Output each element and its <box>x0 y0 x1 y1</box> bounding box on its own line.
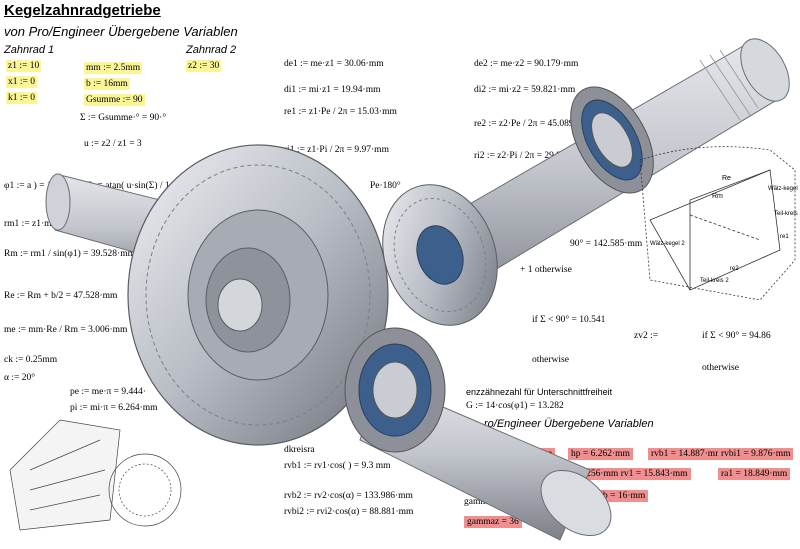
section-bottom: ro/Engineer Übergebene Variablen <box>484 418 654 430</box>
svg-text:Wälz-kegel 1: Wälz-kegel 1 <box>768 186 800 192</box>
eq-de2: de2 := me·z2 = 90.179·mm <box>474 59 579 69</box>
eq-pi: pi := mi·π = 6.264·mm <box>70 403 158 413</box>
eq-di1: di1 := mi·z1 = 19.94·mm <box>284 85 381 95</box>
svg-text:Teil-kreis 1: Teil-kreis 1 <box>774 211 800 217</box>
eq-otherwise1: + 1 otherwise <box>520 265 572 275</box>
document-title: Kegelzahnradgetriebe <box>4 2 161 19</box>
eq-rvb1: rvb1 := rv1·cos( ) = 9.3 mm <box>284 461 391 471</box>
section-gear2: Zahnrad 2 <box>186 44 237 56</box>
input-x1: x1 := 0 <box>6 76 37 88</box>
eq-rm1: rm1 := z1·m / 2 <box>4 219 64 229</box>
eq-rvb2: rvb2 := rv2·cos(α) = 133.986·mm <box>284 491 413 501</box>
input-z2: z2 := 30 <box>186 60 222 72</box>
result-rv1: 3.256·mm rv1 = 15.843·mm <box>576 468 691 480</box>
svg-text:re2: re2 <box>730 266 739 272</box>
result-rvbi1: rvbi1 = 9.876·mm <box>718 448 794 460</box>
eq-cond2: if Σ < 90° = 10.541 <box>532 315 606 325</box>
bevel-gear-pinion <box>382 184 498 326</box>
eq-re1: re1 := z1·Pe / 2π = 15.03·mm <box>284 107 397 117</box>
eq-re2: re2 := z2·Pe / 2π = 45.089·mm <box>474 119 592 129</box>
section-undercut: enzzähnezahl für Unterschnittfreiheit <box>466 387 613 397</box>
eq-u: u := z2 / z1 = 3 <box>84 139 142 149</box>
eq-ck: ck := 0.25mm <box>4 355 58 365</box>
eq-Re: Re := Rm + b/2 = 47.528·mm <box>4 291 118 301</box>
eq-pe-top: Pe·180° <box>370 181 401 191</box>
eq-ri2: ri2 := z2·Pi / 2π = 29.9 <box>474 151 562 161</box>
eq-de1: de1 := me·z1 = 30.06·mm <box>284 59 384 69</box>
eq-alpha: α := 20° <box>4 373 36 383</box>
input-mm: mm := 2.5mm <box>84 62 143 74</box>
tooth-sketch <box>9 419 182 531</box>
result-hp: hp = 6.262·mm <box>568 448 633 460</box>
result-rvb1: rvb1 = 14.887·mm <box>648 448 726 460</box>
eq-zv2: zv2 := <box>634 331 659 341</box>
eq-zg: G := 14·cos(φ1) = 13.282 <box>466 401 564 411</box>
svg-text:Wälz-kegel 2: Wälz-kegel 2 <box>650 241 685 247</box>
result-ra1: ra1 = 18.849·mm <box>718 468 791 480</box>
section-gear1: Zahnrad 1 <box>4 44 55 56</box>
eq-di2: di2 := mi·z2 = 59.821·mm <box>474 85 576 95</box>
svg-text:Re: Re <box>722 175 731 182</box>
eq-kreis: dkreisra <box>284 445 315 455</box>
eq-cond1: 90° = 142.585·mm <box>570 239 643 249</box>
eq-pe: pe := me·π = 9.444· <box>70 387 146 397</box>
document-subtitle: von Pro/Engineer Übergebene Variablen <box>4 24 238 39</box>
svg-text:Teil-kreis 2: Teil-kreis 2 <box>700 278 729 284</box>
svg-text:re1: re1 <box>780 234 789 240</box>
eq-Rm: Rm := rm1 / sin(φ1) = 39.528·mm <box>4 249 135 259</box>
bearing-lower <box>344 327 446 453</box>
eq-rvbi2: rvbi2 := rvi2·cos(α) = 88.881·mm <box>284 507 414 517</box>
eq-phi: φ1 := a ) = 18.435·° φ2 := atan( u·sin(Σ… <box>4 181 218 191</box>
eq-me: me := mm·Re / Rm = 3.006·mm <box>4 325 128 335</box>
cone-diagram: Re Rm Wälz-kegel 1 Teil-kreis 1 Wälz-keg… <box>639 146 800 301</box>
bearing-upper <box>570 86 654 194</box>
result-b16: b = 16·mm <box>600 490 649 502</box>
eq-zv2-other: otherwise <box>702 363 739 373</box>
input-b: b := 16mm <box>84 78 130 90</box>
eq-zv2-cond: if Σ < 90° = 94.86 <box>702 331 771 341</box>
eq-ri1: ri1 := z1·Pi / 2π = 9.97·mm <box>284 145 389 155</box>
input-gsumme: Gsumme := 90 <box>84 94 145 106</box>
eq-sigma: Σ := Gsumme·° = 90·° <box>80 113 167 123</box>
result-gammaz: gammaz = 36 <box>464 516 522 528</box>
input-k1: k1 := 0 <box>6 92 37 104</box>
differential-housing <box>127 144 389 446</box>
eq-otherwise2: otherwise <box>532 355 569 365</box>
input-z1: z1 := 10 <box>6 60 42 72</box>
svg-text:Rm: Rm <box>712 193 723 200</box>
